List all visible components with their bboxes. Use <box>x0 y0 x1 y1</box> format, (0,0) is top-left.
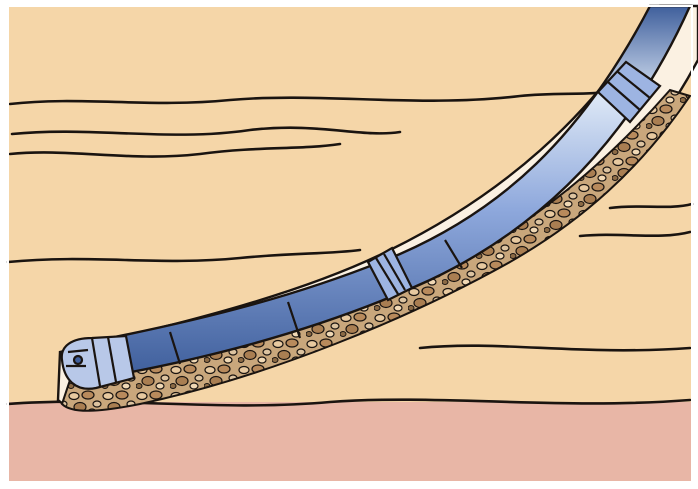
clay-layer <box>8 402 692 482</box>
drill-bit-icon <box>62 336 134 389</box>
